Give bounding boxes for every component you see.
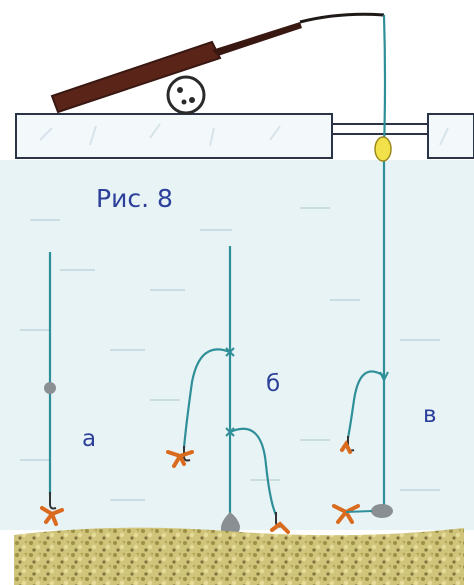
ice-layer [15, 113, 474, 159]
sinker-a-icon [44, 382, 56, 394]
leader-b-lower [229, 427, 278, 516]
water-dashes [20, 207, 440, 501]
gravel-bottom [14, 527, 464, 585]
float-icon [374, 136, 392, 162]
water-area [0, 160, 474, 530]
hooks [40, 436, 373, 534]
leader-v [346, 370, 385, 439]
sinker-v-icon [371, 504, 393, 518]
fishing-lines [48, 14, 387, 520]
hook-b-upper-icon [166, 446, 194, 468]
label-a: а [82, 426, 97, 452]
knots [225, 347, 389, 437]
sinkers [44, 382, 393, 538]
label-b: б [266, 371, 281, 397]
sinker-b-icon [220, 512, 240, 538]
leader-b-upper [182, 348, 231, 449]
line-v [382, 14, 387, 505]
hook-v-upper-icon [340, 436, 355, 454]
hook-a-icon [40, 492, 64, 526]
hook-b-lower-icon [270, 512, 290, 534]
figure-title: Рис. 8 [96, 184, 173, 213]
bait-v-lower-icon [332, 504, 373, 524]
reel-icon [166, 75, 206, 115]
label-v: в [423, 402, 437, 428]
fishing-rod [50, 12, 385, 115]
